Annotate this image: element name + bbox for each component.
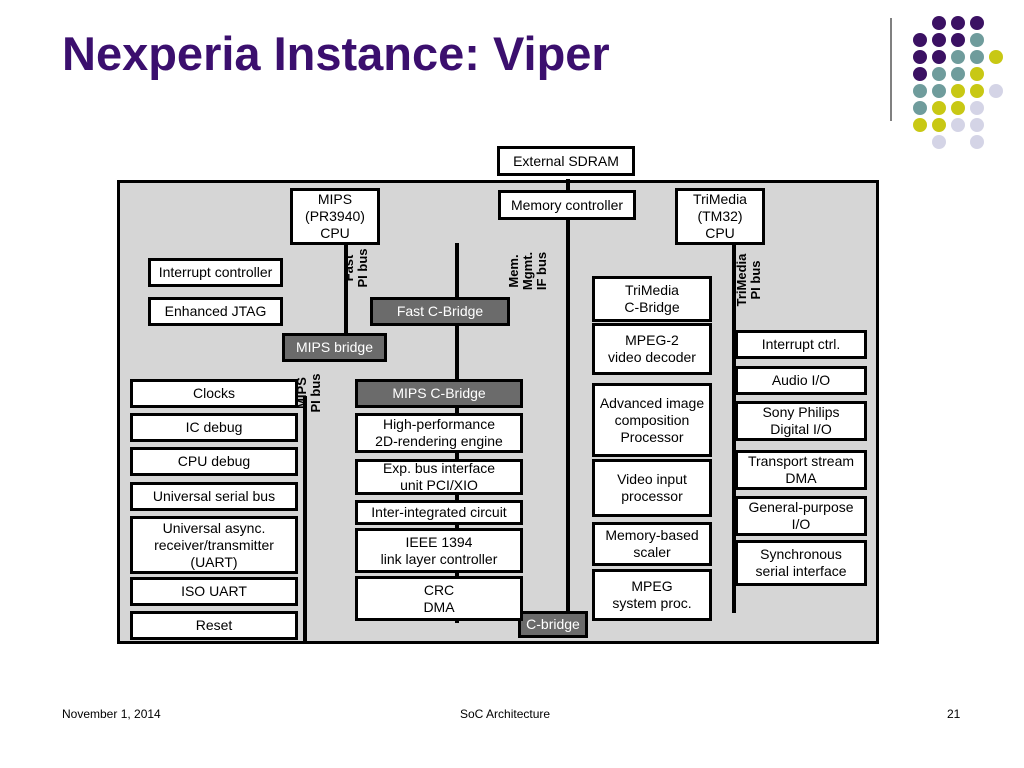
right-center-peripheral-box-5: MPEG system proc. — [592, 569, 712, 621]
trimedia-cpu-box: TriMedia (TM32) CPU — [675, 188, 765, 245]
left-peripheral-box-4: Universal serial bus — [130, 482, 298, 511]
decorative-dot — [913, 118, 927, 132]
right-center-peripheral-box-2: Advanced image composition Processor — [592, 383, 712, 457]
center-peripheral-box-4: IEEE 1394 link layer controller — [355, 528, 523, 573]
decorative-dot — [970, 33, 984, 47]
decorative-dot — [951, 101, 965, 115]
decorative-dot — [913, 33, 927, 47]
footer-center: SoC Architecture — [460, 707, 551, 721]
sdram-link — [566, 179, 570, 199]
decorative-dot — [913, 50, 927, 64]
center-peripheral-box-1: High-performance 2D-rendering engine — [355, 413, 523, 453]
decorative-dot — [932, 50, 946, 64]
right-peripheral-box-1: Interrupt ctrl. — [735, 330, 867, 359]
decorative-dot — [970, 84, 984, 98]
memory-bus-line — [566, 213, 570, 625]
left-peripheral-box-6: ISO UART — [130, 577, 298, 606]
right-peripheral-box-5: General-purpose I/O — [735, 496, 867, 536]
decorative-dot — [989, 84, 1003, 98]
center-peripheral-box-3: Inter-integrated circuit — [355, 500, 523, 525]
decorative-dot — [970, 118, 984, 132]
center-peripheral-box-2: Exp. bus interface unit PCI/XIO — [355, 459, 523, 495]
decorative-dot — [913, 101, 927, 115]
left-pi-bus-lower-line — [303, 396, 307, 644]
mips-bridge-link — [344, 243, 348, 333]
decorative-dot — [932, 135, 946, 149]
memory-controller-box: Memory controller — [498, 190, 636, 220]
mips-bridge-box: MIPS bridge — [282, 333, 387, 362]
decorative-dot — [932, 101, 946, 115]
right-peripheral-box-3: Sony Philips Digital I/O — [735, 401, 867, 441]
decorative-dot — [913, 67, 927, 81]
interrupt-controller-box: Interrupt controller — [148, 258, 283, 287]
decorative-dot — [913, 84, 927, 98]
footer-date: November 1, 2014 — [62, 707, 161, 721]
page-number: 21 — [947, 707, 961, 721]
decorative-dot — [932, 84, 946, 98]
trimedia-c-bridge-box: TriMedia C-Bridge — [592, 276, 712, 322]
decorative-dot — [951, 16, 965, 30]
decorative-dot — [951, 50, 965, 64]
trimedia-bus-line — [732, 243, 736, 613]
right-peripheral-box-2: Audio I/O — [735, 366, 867, 395]
decorative-dot — [970, 16, 984, 30]
decorative-dot — [932, 16, 946, 30]
left-peripheral-box-2: IC debug — [130, 413, 298, 442]
external-sdram-box: External SDRAM — [497, 146, 635, 176]
right-center-peripheral-box-3: Video input processor — [592, 459, 712, 517]
decorative-dot — [951, 33, 965, 47]
trimedia-pi-bus-label: TriMedia PI bus — [734, 253, 763, 307]
decorative-dot — [932, 33, 946, 47]
slide-title: Nexperia Instance: Viper — [62, 27, 610, 80]
decorative-dot — [970, 50, 984, 64]
c-bridge-box: C-bridge — [518, 611, 588, 638]
left-peripheral-box-1: Clocks — [130, 379, 298, 408]
right-center-peripheral-box-1: MPEG-2 video decoder — [592, 323, 712, 375]
decorative-dot — [970, 67, 984, 81]
mips-pi-bus-label: MIPS PI bus — [294, 373, 323, 413]
right-peripheral-box-6: Synchronous serial interface — [735, 540, 867, 586]
viper-block-diagram: MIPS (PR3940) CPU Memory controller TriM… — [117, 179, 879, 644]
fast-pi-bus-label: Fast PI bus — [341, 248, 370, 288]
decorative-dot — [970, 135, 984, 149]
mips-c-bridge-box: MIPS C-Bridge — [355, 379, 523, 408]
fast-c-bridge-box: Fast C-Bridge — [370, 297, 510, 326]
decorative-dot — [951, 118, 965, 132]
decorative-dot — [970, 101, 984, 115]
decorative-dot — [951, 67, 965, 81]
left-peripheral-box-3: CPU debug — [130, 447, 298, 476]
decorative-dot — [989, 50, 1003, 64]
title-divider — [890, 18, 892, 121]
decorative-dot — [932, 67, 946, 81]
right-center-peripheral-box-4: Memory-based scaler — [592, 522, 712, 566]
right-peripheral-box-4: Transport stream DMA — [735, 450, 867, 490]
decorative-dot — [932, 118, 946, 132]
left-peripheral-box-5: Universal async. receiver/transmitter (U… — [130, 516, 298, 574]
decorative-dot — [951, 84, 965, 98]
left-peripheral-box-7: Reset — [130, 611, 298, 640]
center-peripheral-box-5: CRC DMA — [355, 576, 523, 621]
enhanced-jtag-box: Enhanced JTAG — [148, 297, 283, 326]
mips-cpu-box: MIPS (PR3940) CPU — [290, 188, 380, 245]
mem-mgmt-if-bus-label: Mem. Mgmt. IF bus — [506, 251, 549, 291]
